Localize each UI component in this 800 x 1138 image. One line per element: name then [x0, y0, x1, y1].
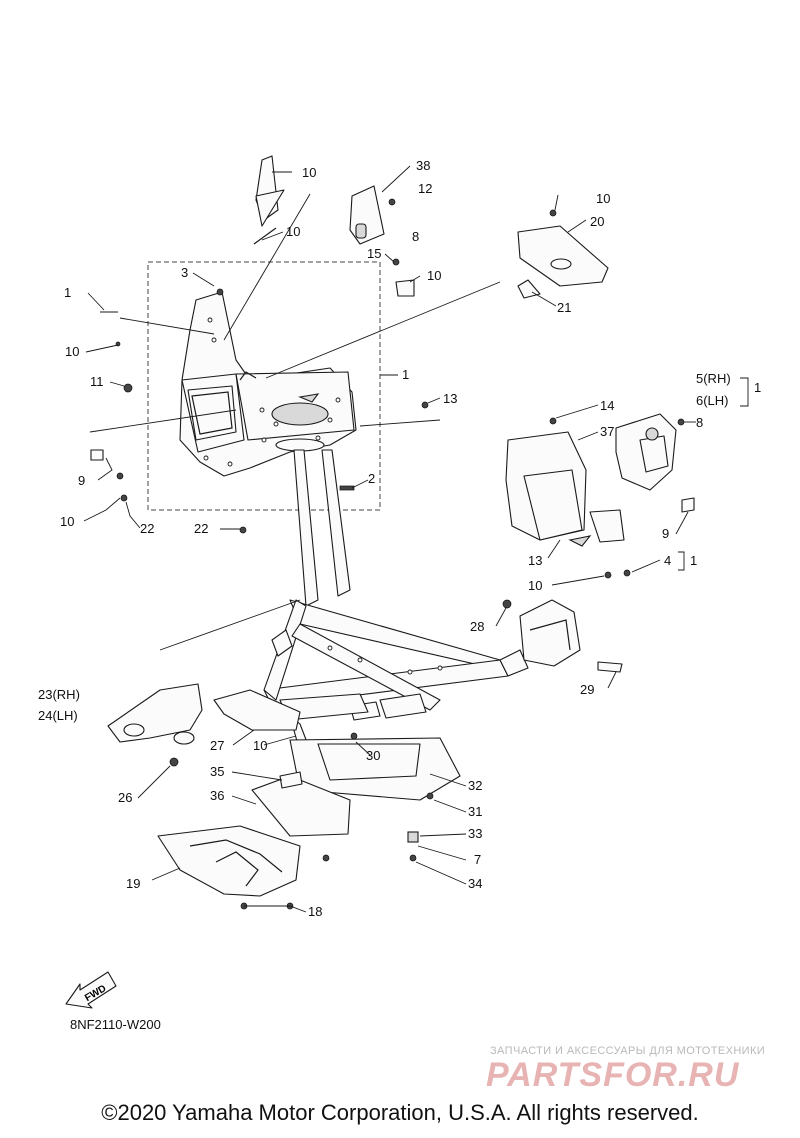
- callout-11: 13: [528, 553, 542, 568]
- callout-27: 28: [470, 619, 484, 634]
- callout-10-c: 10: [528, 578, 542, 593]
- callout-10-top-right: 10: [596, 191, 610, 206]
- watermark-logo: PARTSFOR.RU: [486, 1056, 740, 1094]
- callout-9-left: 9: [78, 473, 85, 488]
- callout-17: 11: [90, 374, 104, 389]
- callout-36: 37: [600, 424, 614, 439]
- callout-35: 36: [210, 788, 224, 803]
- callout-10-b: 10: [60, 514, 74, 529]
- callout-30: 31: [468, 804, 482, 819]
- right-side-assembly: [505, 413, 695, 547]
- front-frame-assembly: [179, 291, 357, 477]
- callout-10-d: 10: [253, 738, 267, 753]
- callout-33: 34: [468, 876, 482, 891]
- callout-26: 27: [210, 738, 224, 753]
- callout-5: 5(RH): [696, 371, 731, 386]
- callout-24: 24(LH): [38, 708, 78, 723]
- callout-34: 35: [210, 764, 224, 779]
- copyright-notice: ©2020 Yamaha Motor Corporation, U.S.A. A…: [101, 1100, 699, 1125]
- callout-12-mid: 13: [443, 391, 457, 406]
- callout-18: 18: [308, 904, 322, 919]
- callout-13: 15: [367, 246, 381, 261]
- callout-6: 6(LH): [696, 393, 729, 408]
- callout-37: 38: [416, 158, 430, 173]
- leader-lines: [83, 165, 749, 913]
- callout-2: 2: [368, 471, 375, 486]
- callout-21: 21: [557, 300, 571, 315]
- fasteners: [90, 198, 685, 910]
- callout-22-b: 22: [194, 521, 208, 536]
- callout-1-main: 1: [402, 367, 409, 382]
- bracket-23-24: [107, 683, 301, 745]
- callout-25: 26: [118, 790, 132, 805]
- fwd-arrow-icon: FWD: [65, 971, 117, 1009]
- callout-16: 10: [427, 268, 441, 283]
- callout-20: 20: [590, 214, 604, 229]
- callout-1-4: 1: [690, 553, 697, 568]
- callout-14: 10: [302, 165, 316, 180]
- skid-plates: [157, 737, 461, 897]
- callout-15: 10: [286, 224, 300, 239]
- callout-4: 4: [664, 553, 671, 568]
- callout-8-top: 8: [412, 229, 419, 244]
- callout-12-right: 14: [600, 398, 614, 413]
- assembly-box: [147, 261, 381, 511]
- watermark-subtitle: ЗАПЧАСТИ И АКСЕССУАРЫ ДЛЯ МОТОТЕХНИКИ: [490, 1045, 766, 1057]
- callout-19: 19: [126, 876, 140, 891]
- mount-27-28: [502, 599, 623, 673]
- lower-frame: [263, 449, 529, 753]
- callout-31: 32: [468, 778, 482, 793]
- callout-29: 30: [366, 748, 380, 763]
- callout-8-right: 8: [696, 415, 703, 430]
- callout-10-a: 10: [65, 344, 79, 359]
- callout-38: 1: [64, 285, 71, 300]
- callout-28: 29: [580, 682, 594, 697]
- callout-1-5-6: 1: [754, 380, 761, 395]
- callout-32: 33: [468, 826, 482, 841]
- callout-23: 23(RH): [38, 687, 80, 702]
- callout-7: 7: [474, 852, 481, 867]
- callout-22-a: 22: [140, 521, 154, 536]
- diagram-code: 8NF2110-W200: [70, 1017, 161, 1032]
- callout-3: 3: [181, 265, 188, 280]
- callout-labels: 10 38 12 10 8 15 3 10 1 10 11 1 13 9 2 1…: [38, 158, 761, 919]
- callout-12-top: 12: [418, 181, 432, 196]
- callout-9-right: 9: [662, 526, 669, 541]
